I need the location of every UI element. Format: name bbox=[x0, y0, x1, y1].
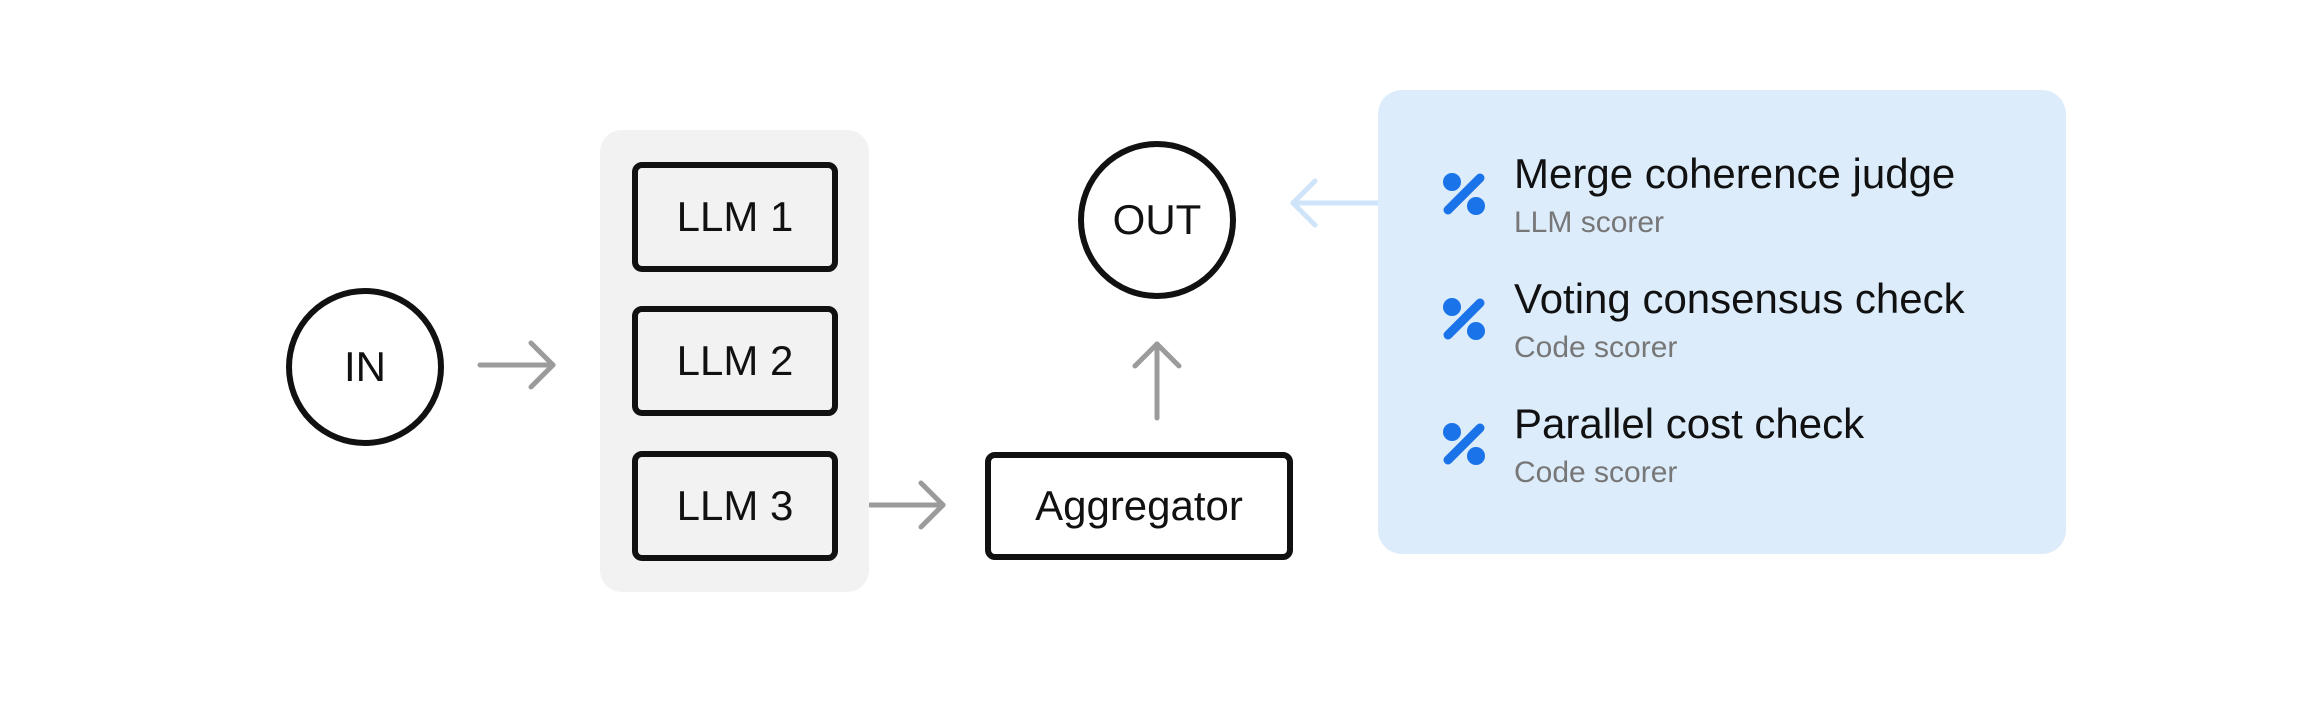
llm-node-label: LLM 2 bbox=[676, 337, 794, 384]
percent-icon bbox=[1443, 298, 1485, 340]
llm-node-1: LLM 1 bbox=[632, 162, 838, 272]
llm-node-label: LLM 3 bbox=[676, 482, 794, 529]
scorer-type: Code scorer bbox=[1514, 331, 1678, 364]
scorer-title: Voting consensus check bbox=[1514, 275, 1965, 322]
input-node-label: IN bbox=[344, 343, 386, 390]
scorer-title: Merge coherence judge bbox=[1514, 150, 1956, 197]
output-node: OUT bbox=[1078, 141, 1236, 299]
llm-node-3: LLM 3 bbox=[632, 451, 838, 561]
output-node-label: OUT bbox=[1112, 196, 1202, 243]
scorer-panel bbox=[1378, 90, 2066, 554]
scorer-type: Code scorer bbox=[1514, 456, 1678, 489]
arrow-in-to-llms bbox=[477, 340, 556, 390]
percent-icon bbox=[1443, 173, 1485, 215]
scorer-title: Parallel cost check bbox=[1514, 400, 1865, 447]
arrow-aggregator-to-out bbox=[1132, 341, 1182, 421]
arrow-llms-to-aggregator bbox=[867, 480, 946, 530]
arrow-scorers-to-out bbox=[1290, 178, 1383, 228]
aggregator-node-label: Aggregator bbox=[1035, 482, 1243, 529]
percent-icon bbox=[1443, 423, 1485, 465]
aggregator-node: Aggregator bbox=[985, 452, 1293, 560]
llm-node-label: LLM 1 bbox=[676, 193, 794, 240]
input-node: IN bbox=[286, 288, 444, 446]
scorer-type: LLM scorer bbox=[1514, 206, 1665, 239]
llm-node-2: LLM 2 bbox=[632, 306, 838, 416]
